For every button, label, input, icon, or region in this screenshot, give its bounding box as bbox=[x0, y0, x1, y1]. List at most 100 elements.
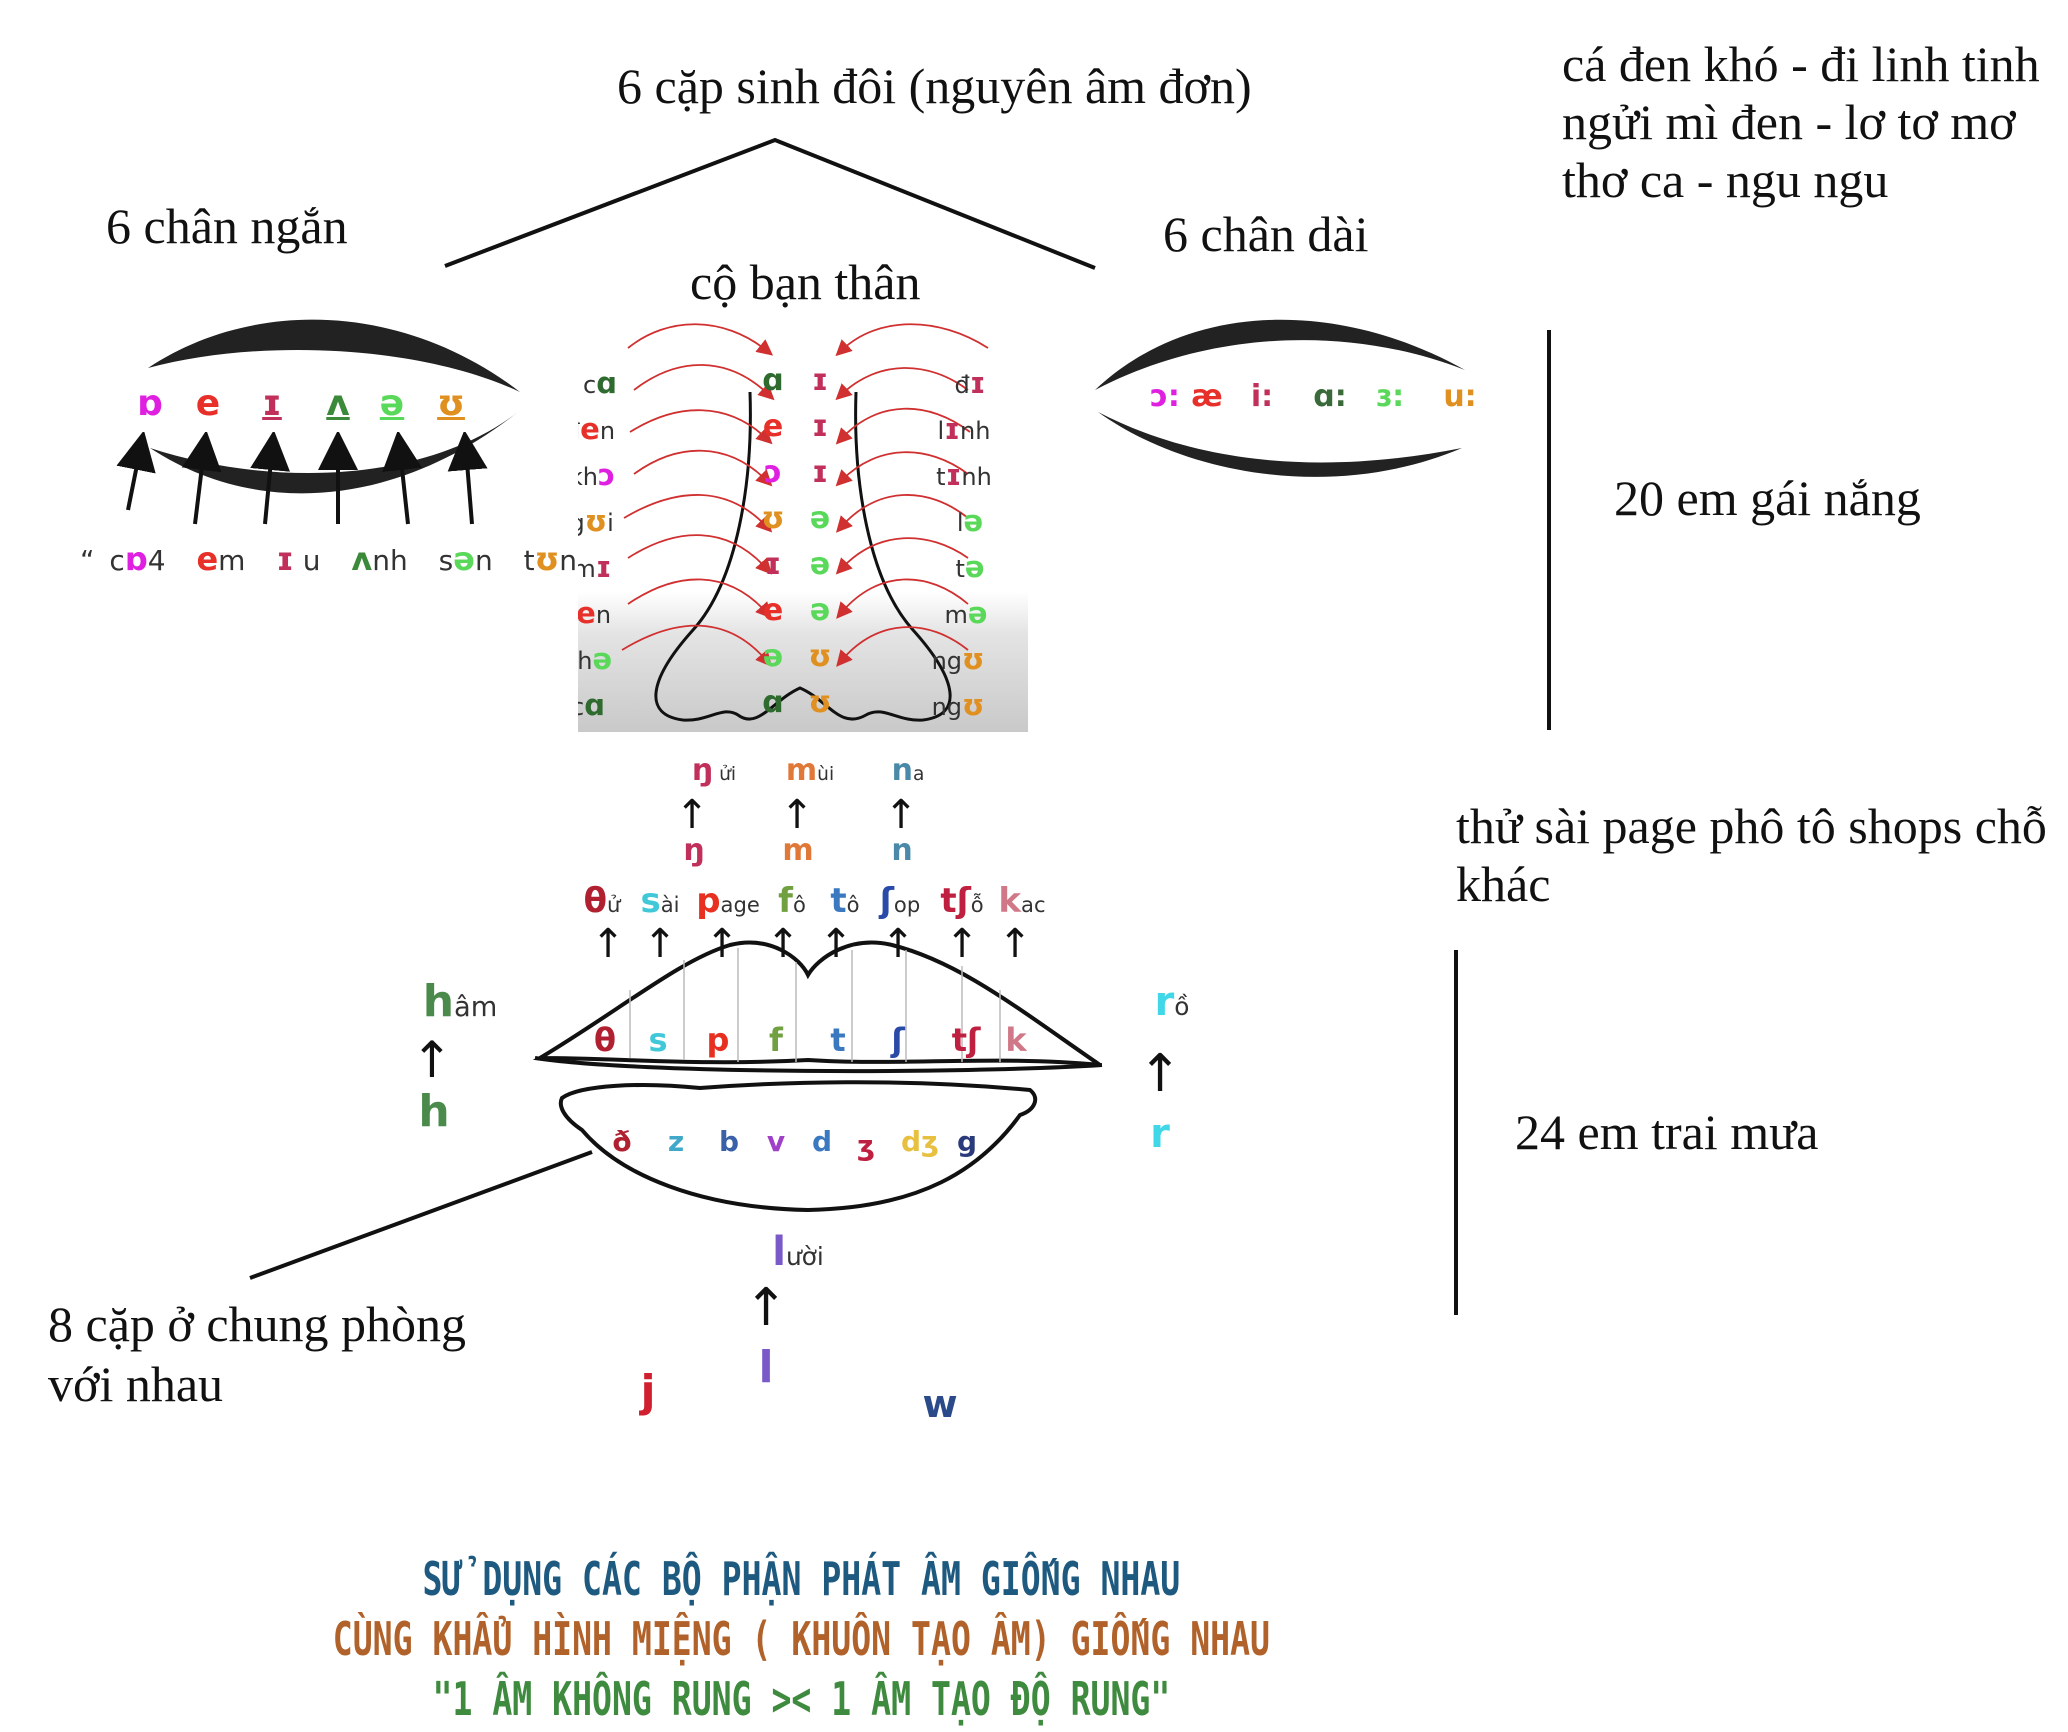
nose-right-word: tə bbox=[955, 550, 984, 584]
long-vowel: i: bbox=[1250, 379, 1274, 414]
word-part: c bbox=[109, 544, 125, 577]
nose-mid-left: ɑ bbox=[762, 685, 784, 720]
nasal: m bbox=[782, 833, 814, 868]
nose-mid-right: ɪ bbox=[811, 455, 829, 490]
word-part: n bbox=[474, 544, 493, 577]
consonant-symbol: ʃ bbox=[879, 881, 894, 921]
word-part: ə bbox=[963, 504, 984, 538]
nasal-word: na bbox=[892, 756, 925, 786]
unvoiced-arrow: ↑ bbox=[766, 921, 800, 967]
voiced-consonant: v bbox=[766, 1125, 786, 1158]
long-vowel: ɑ: bbox=[1313, 379, 1347, 414]
voiced-consonant: dʒ bbox=[901, 1125, 939, 1158]
unvoiced-word: θử bbox=[584, 884, 621, 918]
word-part: ɔ bbox=[597, 458, 616, 492]
consonant-symbol: h bbox=[422, 976, 455, 1027]
example-suffix: ô bbox=[846, 892, 860, 917]
short-vowel: ʊ bbox=[437, 383, 465, 424]
example-suffix: ồ bbox=[1174, 992, 1190, 1021]
consonant-symbol: l bbox=[772, 1229, 786, 1275]
nose-mid-right: ə bbox=[809, 547, 831, 582]
right-note-3: thơ ca - ngu ngu bbox=[1562, 152, 1889, 208]
nose-left-word: đen bbox=[578, 412, 615, 446]
h-word: hâm bbox=[423, 980, 498, 1024]
word-part: ɪ bbox=[944, 412, 961, 446]
word-part: kh bbox=[578, 463, 598, 491]
short-vowel: ʌ bbox=[326, 383, 350, 424]
consonant-symbol: k bbox=[998, 881, 1022, 921]
nasal: n bbox=[891, 833, 913, 868]
consonant-symbol: ŋ bbox=[691, 753, 714, 788]
unvoiced-consonant: f bbox=[769, 1021, 783, 1059]
quote-open: “ bbox=[80, 544, 95, 577]
unvoiced-arrow: ↑ bbox=[881, 921, 915, 967]
title-branch-lines bbox=[444, 137, 1096, 270]
nose-mid-left: ɑ bbox=[762, 363, 784, 398]
consonant-note-1: thử sài page phô tô shops chỗ bbox=[1456, 798, 2047, 854]
example-suffix: ô bbox=[792, 892, 806, 917]
r-word: rồ bbox=[1155, 982, 1190, 1022]
short-vowel-arrows bbox=[116, 432, 488, 525]
unvoiced-word: sài bbox=[640, 884, 679, 918]
top-title: 6 cặp sinh đôi (nguyên âm đơn) bbox=[617, 58, 1252, 114]
word-part: s bbox=[438, 544, 454, 577]
consonant-symbol: f bbox=[778, 881, 793, 921]
example-suffix: ài bbox=[660, 892, 680, 917]
word-part: ɪ bbox=[595, 550, 612, 584]
word-part: c bbox=[583, 371, 597, 399]
nose-left-word: khɔ bbox=[578, 458, 615, 492]
pairs-label-1: 8 cặp ở chung phòng bbox=[48, 1296, 467, 1352]
nose-mid-right: ɪ bbox=[811, 363, 829, 398]
word-part: t bbox=[955, 555, 965, 583]
w-consonant: w bbox=[922, 1382, 958, 1426]
word-part: 4 bbox=[147, 544, 166, 577]
nose-left-word: cɑ bbox=[583, 366, 617, 400]
center-label: cộ bạn thân bbox=[690, 254, 921, 310]
word-part: nh bbox=[960, 417, 991, 445]
vowels-label: 20 em gái nắng bbox=[1614, 470, 1921, 526]
mnemonic-word: ɪ u bbox=[276, 540, 321, 578]
unvoiced-word: fô bbox=[778, 884, 806, 918]
right-label: 6 chân dài bbox=[1163, 206, 1369, 262]
consonant-symbol: m bbox=[785, 753, 818, 788]
nasal-word: ŋ ửi bbox=[692, 756, 736, 786]
unvoiced-word: kac bbox=[998, 884, 1045, 918]
consonant-symbol: r bbox=[1154, 979, 1175, 1025]
nose-mid-right: ɪ bbox=[811, 409, 829, 444]
long-vowel: æ bbox=[1191, 379, 1223, 414]
nose-right-word: mə bbox=[944, 596, 987, 630]
nose-right-word: đɪ bbox=[954, 366, 985, 400]
nose-left-word: cɑ bbox=[578, 688, 605, 722]
word-part: m bbox=[578, 555, 596, 583]
nose-mid-left: e bbox=[762, 593, 784, 628]
word-part: ɪ bbox=[969, 366, 986, 400]
word-part: ə bbox=[592, 642, 613, 676]
left-eye-lower bbox=[150, 412, 518, 494]
word-part: u bbox=[293, 544, 321, 577]
word-part: ʊ bbox=[962, 642, 985, 676]
word-part: th bbox=[578, 647, 593, 675]
unvoiced-arrow: ↑ bbox=[819, 921, 853, 967]
upper-lip-dividers bbox=[629, 948, 1001, 1062]
nose-right-word: tɪnh bbox=[936, 458, 992, 492]
nose-mid-right: ʊ bbox=[808, 639, 832, 674]
short-vowel-mnemonic: “ cɒ4 em ɪ u ʌnh sən tʊng ” bbox=[80, 540, 618, 578]
long-vowel: ɜ: bbox=[1375, 379, 1405, 414]
word-part: n bbox=[599, 417, 616, 445]
r-consonant: r bbox=[1150, 1111, 1170, 1157]
nose-right-word: ngʊ bbox=[932, 688, 985, 722]
nose-mid-left: ʊ bbox=[761, 501, 785, 536]
word-part: đ bbox=[578, 417, 580, 445]
nasal: ŋ bbox=[683, 833, 705, 868]
unvoiced-consonant: t bbox=[830, 1021, 846, 1059]
right-eye-upper bbox=[1095, 319, 1465, 390]
unvoiced-consonant: p bbox=[706, 1021, 730, 1059]
nose-right-word: ngʊ bbox=[932, 642, 985, 676]
nose-mid-right: ʊ bbox=[808, 685, 832, 720]
r-arrow: ↑ bbox=[1138, 1044, 1182, 1104]
word-part: ʊ bbox=[534, 540, 560, 578]
mnemonic-word: em bbox=[196, 540, 245, 578]
voiced-consonant: z bbox=[667, 1125, 685, 1158]
short-vowel: ɒ bbox=[137, 383, 163, 424]
mnemonic-word: sən bbox=[438, 540, 493, 578]
